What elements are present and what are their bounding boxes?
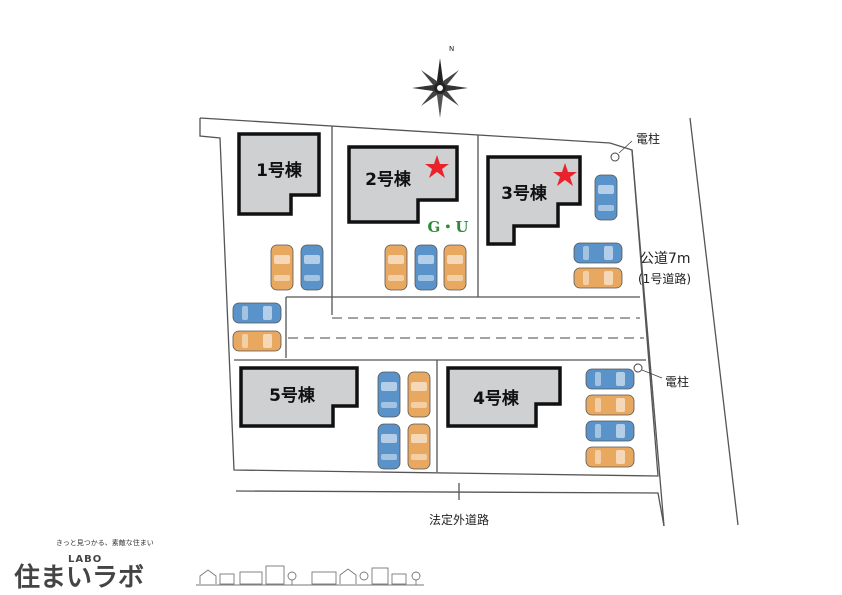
star-icon — [425, 155, 449, 178]
statutory-road-label: 法定外道路 — [429, 512, 489, 527]
building-3: 3号棟 — [486, 155, 582, 246]
dashed-driveway-lines — [288, 317, 644, 339]
car-blue — [414, 244, 438, 291]
car-blue — [573, 242, 623, 264]
car-orange — [232, 330, 282, 352]
car-blue — [232, 302, 282, 324]
building-5-label: 5号棟 — [269, 385, 316, 406]
building-1-label: 1号棟 — [256, 160, 303, 181]
car-orange — [585, 394, 635, 416]
logo-labo: LABO — [68, 554, 102, 565]
building-4: 4号棟 — [446, 366, 562, 428]
building-3-label: 3号棟 — [501, 183, 548, 204]
car-blue — [594, 174, 618, 221]
utility-pole-icon — [610, 152, 620, 162]
building-2-label: 2号棟 — [365, 169, 412, 190]
car-orange — [407, 423, 431, 470]
building-5: 5号棟 — [239, 366, 359, 428]
utility-pole-icon — [633, 363, 643, 373]
public-road-label: 公道7m — [640, 251, 691, 267]
car-blue — [585, 368, 635, 390]
car-blue — [377, 371, 401, 418]
car-orange — [270, 244, 294, 291]
building-2: 2号棟 — [347, 145, 459, 224]
car-orange — [585, 446, 635, 468]
statutory-road-lines — [235, 483, 665, 527]
site-boundary — [199, 117, 659, 477]
car-blue — [377, 423, 401, 470]
logo: きっと見つかる、素敵な住まい LABO 住まいラボ — [14, 538, 424, 593]
car-blue — [300, 244, 324, 291]
public-road-sub-label: (1号道路) — [638, 271, 691, 286]
gu-label: G・U — [428, 218, 469, 236]
house-icons-decoration — [196, 565, 424, 586]
compass-icon: N — [412, 45, 468, 118]
public-road-lines — [631, 117, 739, 527]
star-icon — [553, 163, 577, 186]
car-orange — [384, 244, 408, 291]
car-orange — [407, 371, 431, 418]
north-label: N — [449, 45, 454, 53]
building-4-label: 4号棟 — [473, 388, 520, 409]
utility-pole-right: 電柱 — [633, 363, 689, 389]
utility-pole-top: 電柱 — [610, 131, 660, 162]
logo-name: 住まいラボ — [14, 562, 144, 593]
utility-pole-label: 電柱 — [665, 374, 689, 389]
logo-tagline: きっと見つかる、素敵な住まい — [56, 538, 154, 547]
utility-pole-label: 電柱 — [636, 131, 660, 146]
car-orange — [443, 244, 467, 291]
building-1: 1号棟 — [237, 132, 321, 216]
car-blue — [585, 420, 635, 442]
car-orange — [573, 267, 623, 289]
